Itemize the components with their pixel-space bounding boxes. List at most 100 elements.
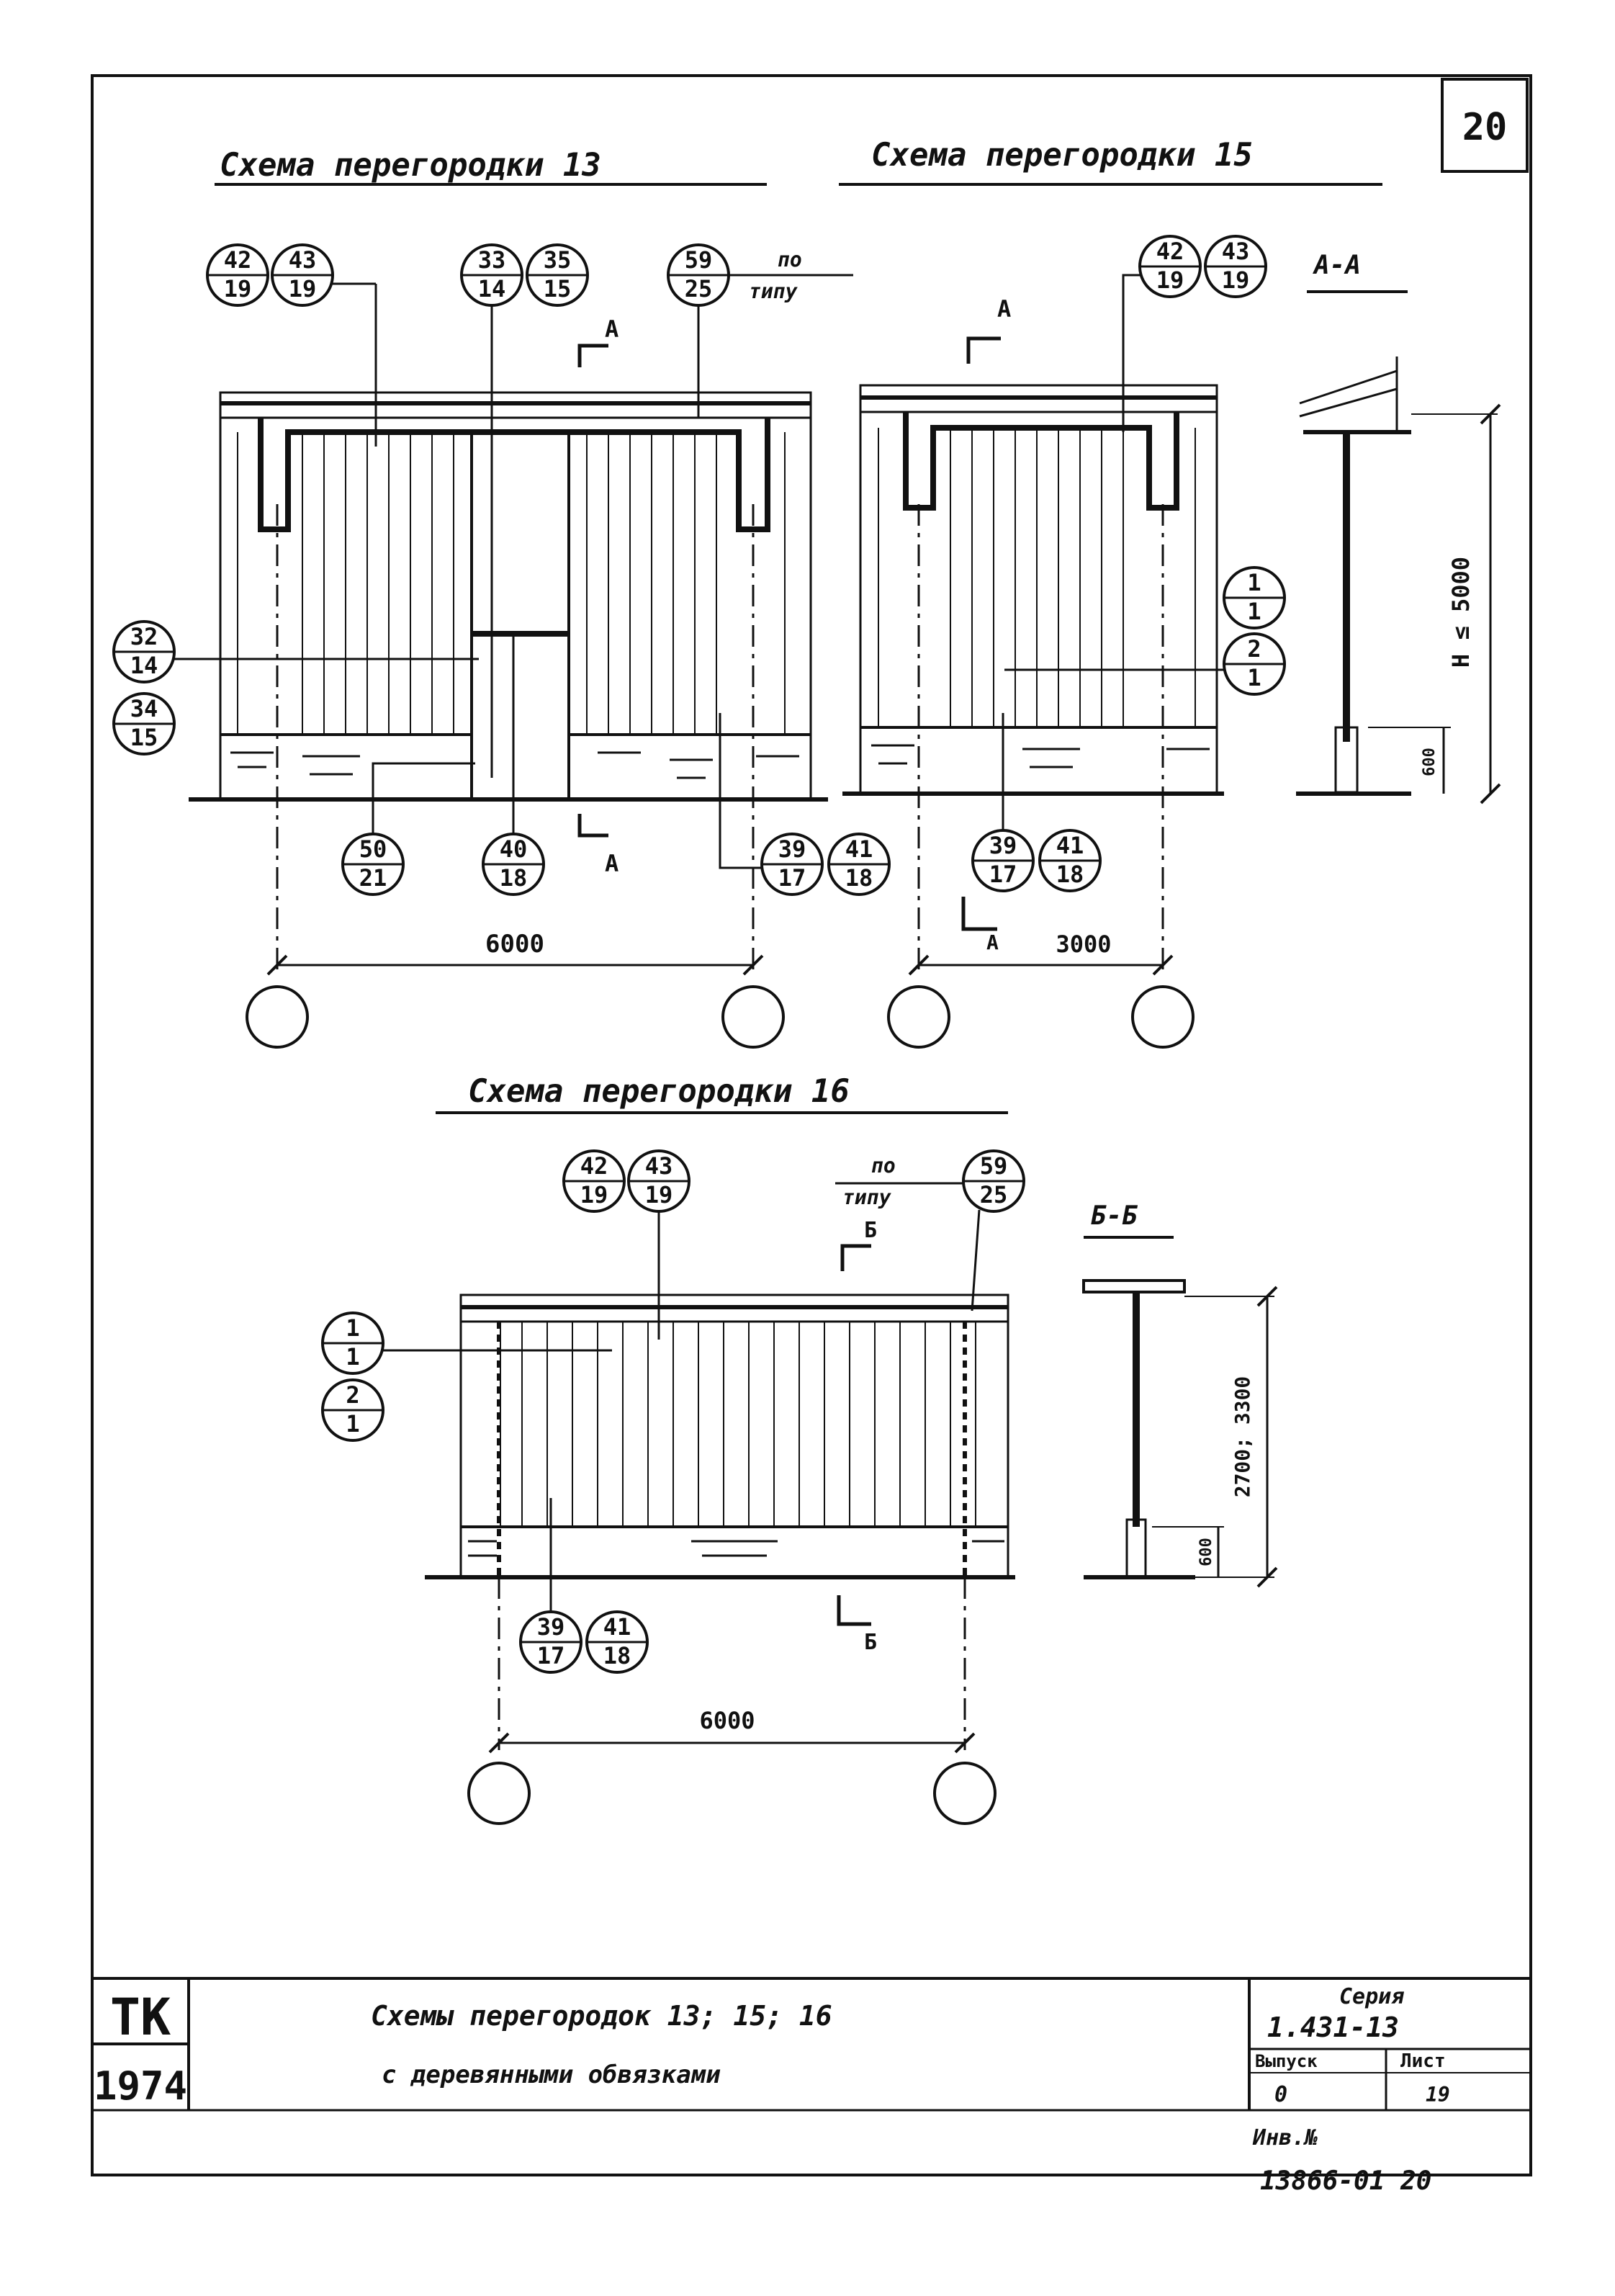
section-mark-b-bottom: Б bbox=[837, 1595, 877, 1655]
svg-text:19: 19 bbox=[1156, 266, 1184, 294]
svg-text:42: 42 bbox=[224, 246, 252, 274]
section-mark-a-top: А bbox=[577, 315, 618, 367]
callout-59-25-16: 59 25 bbox=[962, 1149, 1025, 1213]
sheet-value: 19 bbox=[1426, 2083, 1450, 2107]
svg-text:14: 14 bbox=[478, 275, 506, 302]
section-a-a-base: 600 bbox=[1421, 748, 1439, 776]
inventory-note: Инв.№ 13866-01 20 bbox=[1252, 2125, 1431, 2196]
page-number-box: 20 bbox=[1441, 78, 1529, 173]
scheme-16-note-top: по bbox=[871, 1154, 896, 1178]
svg-text:1: 1 bbox=[1247, 664, 1261, 691]
section-mark-b-top: Б bbox=[840, 1218, 877, 1271]
callout-43-19-15: 43 19 bbox=[1204, 235, 1267, 298]
title-block: ТК 1974 Схемы перегородок 13; 15; 16 с д… bbox=[92, 1978, 1531, 2110]
svg-text:А: А bbox=[997, 295, 1011, 323]
issue-label: Выпуск bbox=[1255, 2051, 1318, 2071]
callout-1-1-16: 1 1 bbox=[321, 1311, 384, 1375]
scheme-16: Схема перегородки 16 bbox=[321, 1073, 1025, 1825]
svg-text:19: 19 bbox=[289, 275, 317, 302]
sheet-frame bbox=[91, 74, 1532, 2176]
svg-text:2: 2 bbox=[1247, 635, 1261, 663]
section-b-b-height: 2700; 3300 bbox=[1231, 1376, 1254, 1498]
section-a-a-title: А-А bbox=[1313, 251, 1361, 280]
svg-text:17: 17 bbox=[989, 861, 1017, 888]
scheme-13-note-top: по bbox=[778, 248, 802, 272]
svg-text:2: 2 bbox=[346, 1381, 359, 1409]
scheme-13: Схема перегородки 13 bbox=[112, 147, 891, 1049]
scheme-16-callouts: 42 19 43 19 по типу 59 25 Б bbox=[321, 1149, 1025, 1674]
section-a-a-height: Н ≤ 5000 bbox=[1447, 557, 1475, 668]
section-mark-a-bottom: А bbox=[577, 814, 618, 877]
inventory-value: 13866-01 20 bbox=[1260, 2166, 1431, 2196]
axis-bubble-15-right bbox=[1131, 985, 1195, 1049]
svg-text:Б: Б bbox=[864, 1630, 877, 1655]
scheme-15-elevation bbox=[842, 384, 1224, 972]
svg-text:19: 19 bbox=[580, 1181, 608, 1208]
section-mark-a-15-top: А bbox=[966, 295, 1011, 364]
svg-text:15: 15 bbox=[544, 275, 572, 302]
svg-text:1: 1 bbox=[346, 1343, 359, 1371]
axis-bubble-13-right bbox=[721, 985, 785, 1049]
section-b-b: Б-Б 2700; 3300 600 bbox=[1082, 1201, 1278, 1588]
scheme-16-elevation bbox=[425, 1293, 1015, 1750]
svg-text:19: 19 bbox=[645, 1181, 673, 1208]
callout-34-15: 34 15 bbox=[112, 692, 176, 755]
svg-text:50: 50 bbox=[359, 835, 387, 863]
svg-text:А: А bbox=[986, 930, 999, 954]
svg-text:А: А bbox=[605, 315, 618, 343]
svg-text:Б: Б bbox=[864, 1218, 877, 1243]
title-line-1: Схемы перегородок 13; 15; 16 bbox=[371, 2000, 832, 2032]
svg-text:18: 18 bbox=[1056, 861, 1084, 888]
axis-bubble-13-left bbox=[246, 985, 309, 1049]
series-value: 1.431-13 bbox=[1267, 2012, 1399, 2043]
inventory-label: Инв.№ bbox=[1252, 2125, 1318, 2151]
svg-text:18: 18 bbox=[500, 864, 528, 892]
svg-text:1: 1 bbox=[1247, 569, 1261, 596]
issue-value: 0 bbox=[1274, 2082, 1287, 2107]
callout-41-18-15: 41 18 bbox=[1038, 829, 1102, 892]
callout-2-1-16: 2 1 bbox=[321, 1378, 384, 1442]
svg-text:6000: 6000 bbox=[699, 1707, 755, 1734]
svg-text:33: 33 bbox=[478, 246, 506, 274]
svg-text:15: 15 bbox=[130, 724, 158, 751]
callout-35-15: 35 15 bbox=[526, 243, 589, 307]
scheme-15: Схема перегородки 15 bbox=[839, 137, 1382, 1049]
svg-text:1: 1 bbox=[346, 1314, 359, 1342]
callout-41-18-16: 41 18 bbox=[585, 1610, 649, 1674]
callout-33-14: 33 14 bbox=[460, 243, 523, 307]
svg-text:А: А bbox=[605, 850, 618, 877]
callout-39-17: 39 17 bbox=[760, 833, 824, 896]
svg-text:40: 40 bbox=[500, 835, 528, 863]
axis-bubble-16-left bbox=[467, 1762, 531, 1825]
svg-text:59: 59 bbox=[980, 1152, 1008, 1180]
callout-43-19-16: 43 19 bbox=[627, 1149, 690, 1213]
svg-text:42: 42 bbox=[1156, 238, 1184, 265]
svg-text:39: 39 bbox=[537, 1613, 565, 1641]
svg-text:39: 39 bbox=[989, 832, 1017, 859]
svg-text:32: 32 bbox=[130, 623, 158, 650]
callout-42-19-15: 42 19 bbox=[1138, 235, 1202, 298]
svg-text:14: 14 bbox=[130, 652, 158, 679]
section-mark-a-15-bottom: А bbox=[961, 897, 999, 954]
scheme-13-elevation bbox=[189, 391, 828, 972]
sheet-label: Лист bbox=[1400, 2050, 1446, 2072]
svg-text:59: 59 bbox=[685, 246, 713, 274]
svg-text:17: 17 bbox=[537, 1642, 565, 1669]
callout-50-21: 50 21 bbox=[341, 833, 405, 896]
axis-bubble-16-right bbox=[933, 1762, 997, 1825]
callout-42-19-16: 42 19 bbox=[562, 1149, 626, 1213]
svg-text:35: 35 bbox=[544, 246, 572, 274]
series-label: Серия bbox=[1339, 1984, 1404, 2009]
section-b-b-title: Б-Б bbox=[1091, 1201, 1138, 1231]
scheme-16-title: Схема перегородки 16 bbox=[468, 1073, 850, 1110]
page-number: 20 bbox=[1462, 106, 1508, 149]
svg-text:1: 1 bbox=[346, 1410, 359, 1438]
svg-text:21: 21 bbox=[359, 864, 387, 892]
callout-39-17-16: 39 17 bbox=[519, 1610, 582, 1674]
scheme-16-dimension: 6000 bbox=[488, 1707, 976, 1754]
callout-2-1-15: 2 1 bbox=[1223, 632, 1286, 696]
svg-text:25: 25 bbox=[685, 275, 713, 302]
svg-text:18: 18 bbox=[845, 864, 873, 892]
svg-text:41: 41 bbox=[1056, 832, 1084, 859]
